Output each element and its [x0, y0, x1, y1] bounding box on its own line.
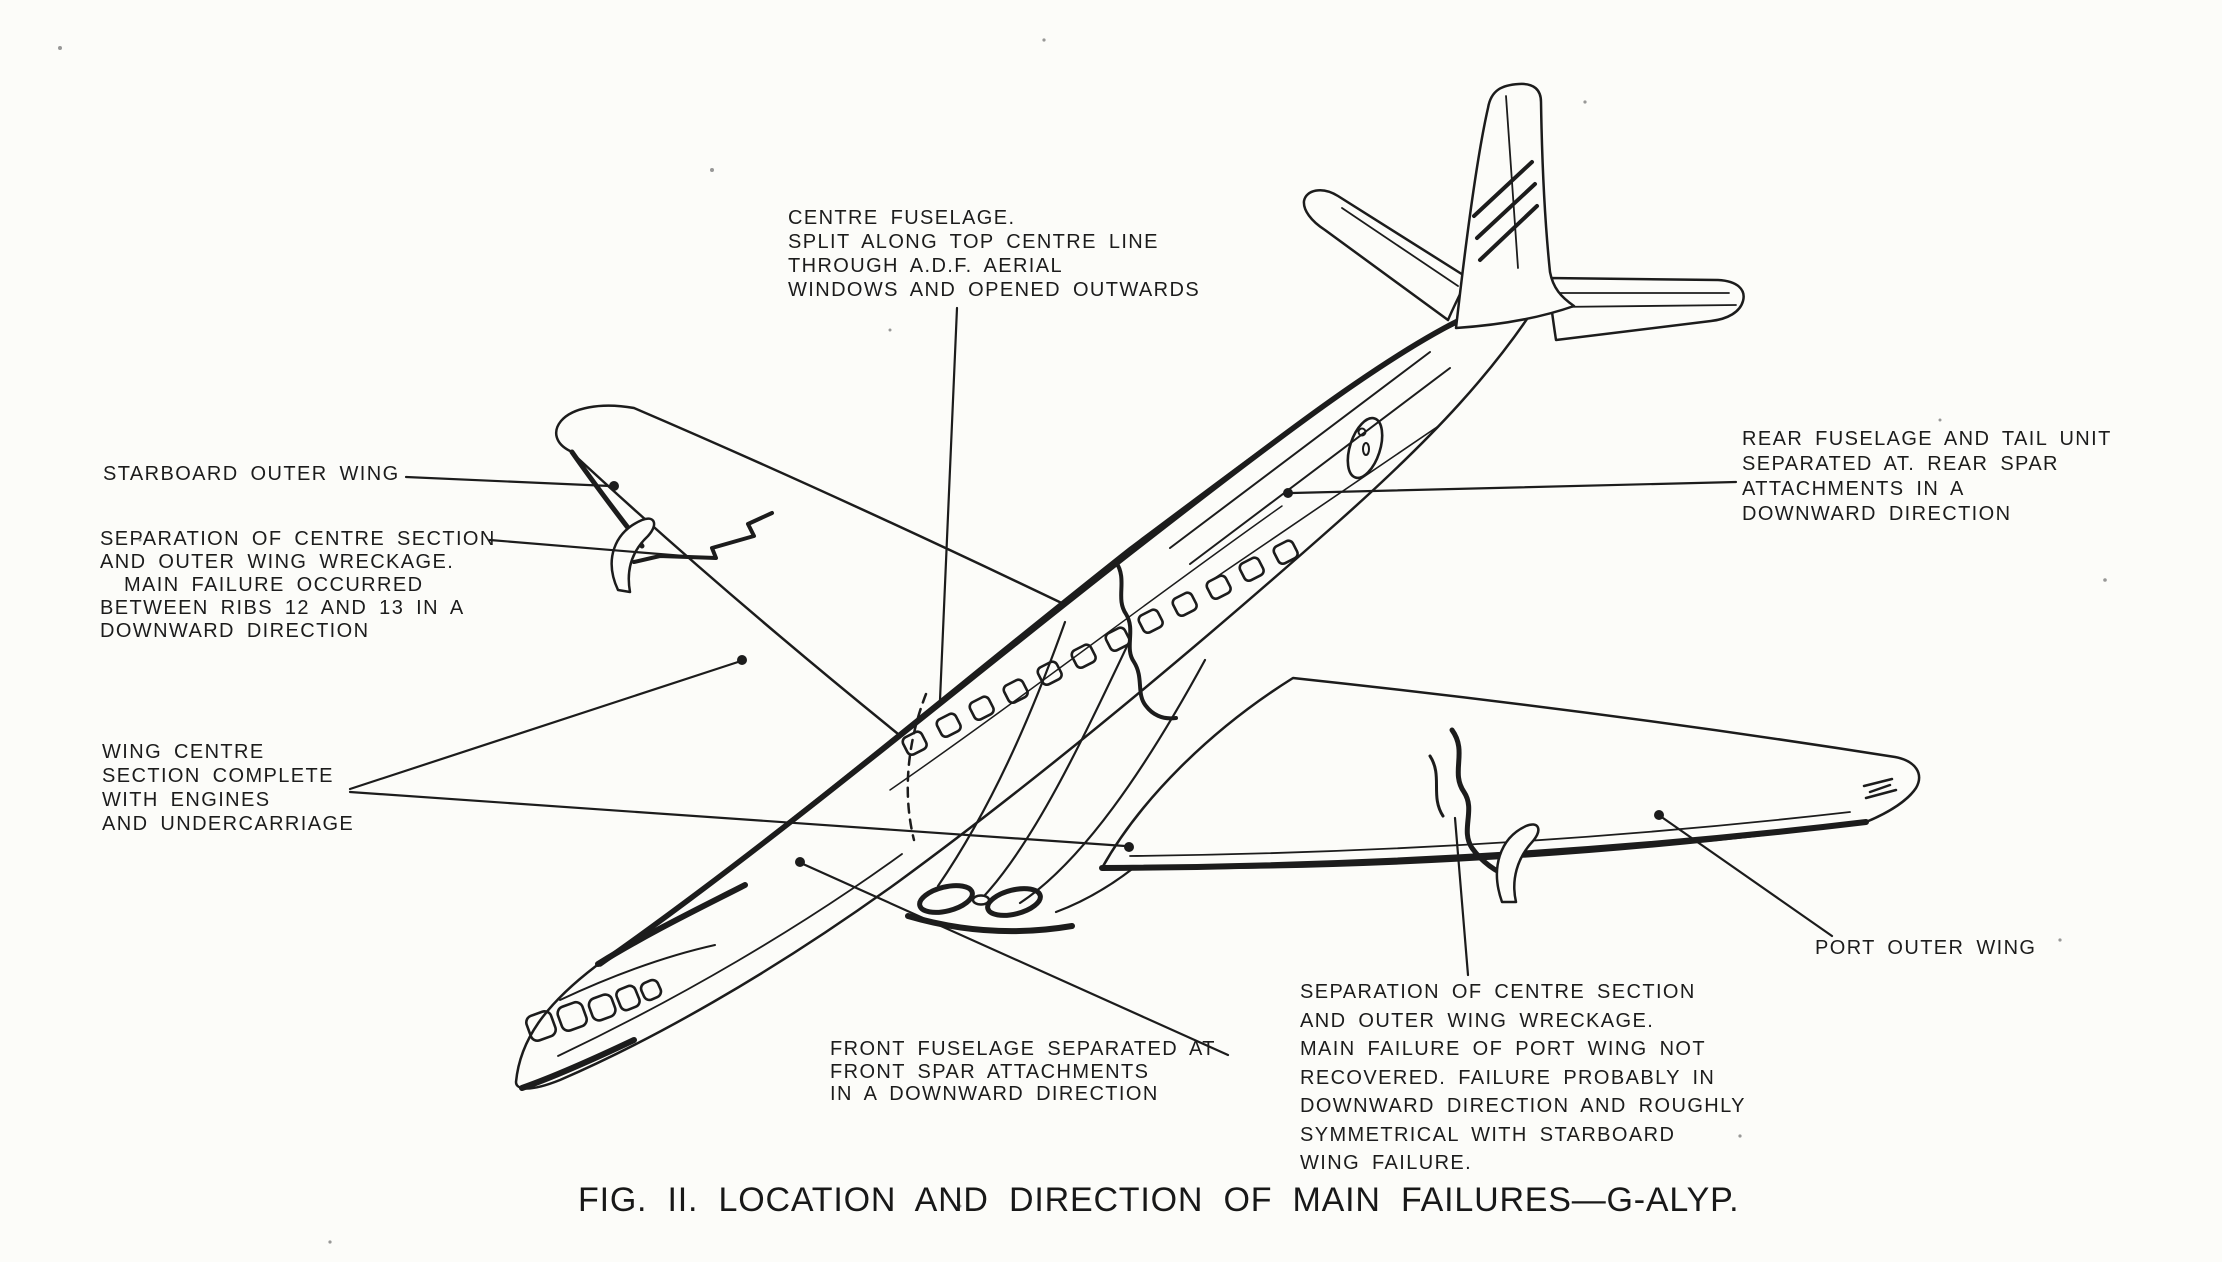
annotation-line: WING FAILURE. [1300, 1152, 1473, 1174]
annotation-line: DOWNWARD DIRECTION AND ROUGHLY [1300, 1095, 1746, 1117]
leader-front-fuselage [795, 857, 1230, 1057]
annotation-line: SEPARATED AT. REAR SPAR [1742, 453, 2059, 475]
cockpit-canopy [559, 944, 716, 1001]
port-tailplane [1546, 276, 1745, 342]
starboard-wing-fence [610, 517, 656, 594]
annotation-line: AND OUTER WING WRECKAGE. [1300, 1009, 1655, 1032]
annotation-line: ATTACHMENTS IN A [1742, 478, 1965, 500]
front-fuselage-break [906, 692, 928, 842]
annotation-line: SYMMETRICAL WITH STARBOARD [1300, 1123, 1676, 1146]
label-separation-port: SEPARATION OF CENTRE SECTION AND OUTER W… [1300, 978, 1746, 1178]
engine-intake [917, 883, 975, 915]
label-rear-fuselage: REAR FUSELAGE AND TAIL UNIT SEPARATED AT… [1742, 427, 2112, 527]
starboard-wing-break [632, 511, 774, 564]
leader-separation-starboard [488, 538, 698, 559]
annotation-line: DOWNWARD DIRECTION [100, 620, 370, 642]
annotation-line: FRONT FUSELAGE SEPARATED AT [830, 1038, 1216, 1060]
label-centre-fuselage: CENTRE FUSELAGE. SPLIT ALONG TOP CENTRE … [788, 206, 1200, 302]
label-wing-centre-section: WING CENTRE SECTION COMPLETE WITH ENGINE… [102, 740, 354, 836]
rear-fuselage-break [1114, 560, 1178, 721]
annotation-line: SPLIT ALONG TOP CENTRE LINE [788, 231, 1159, 253]
label-starboard-outer-wing: STARBOARD OUTER WING [103, 462, 400, 486]
annotation-line: MAIN FAILURE OCCURRED [124, 574, 424, 596]
figure-caption: FIG. II. LOCATION AND DIRECTION OF MAIN … [578, 1181, 1740, 1219]
leader-centre-fuselage [938, 306, 959, 702]
annotation-line: WING CENTRE [102, 741, 265, 763]
annotation-line: THROUGH A.D.F. AERIAL [788, 255, 1064, 277]
annotation-line: RECOVERED. FAILURE PROBABLY IN [1300, 1066, 1716, 1089]
annotation-line: AND UNDERCARRIAGE [102, 813, 355, 835]
annotation-line: SEPARATION OF CENTRE SECTION [100, 528, 496, 550]
annotation-line: WINDOWS AND OPENED OUTWARDS [788, 279, 1201, 301]
port-wing [1099, 676, 1921, 904]
label-separation-starboard: SEPARATION OF CENTRE SECTION AND OUTER W… [100, 528, 496, 643]
paper-specks [58, 38, 2107, 1244]
leader-separation-port [1453, 816, 1470, 977]
cabin-windows [901, 539, 1299, 757]
port-wing-break [1449, 727, 1515, 881]
annotation-line: SEPARATION OF CENTRE SECTION [1300, 981, 1696, 1003]
leader-wing-centre-lower [348, 790, 1134, 852]
annotation-line: PORT OUTER WING [1815, 937, 2037, 959]
leader-port-outer-wing [1654, 810, 1834, 938]
starboard-tailplane [1302, 189, 1470, 322]
leader-rear-fuselage [1283, 480, 1738, 498]
rear-hatch [1346, 416, 1384, 480]
leader-wing-centre-upper [348, 655, 747, 791]
label-front-fuselage: FRONT FUSELAGE SEPARATED AT FRONT SPAR A… [830, 1038, 1216, 1106]
annotation-line: IN A DOWNWARD DIRECTION [830, 1083, 1159, 1105]
fuselage [514, 278, 1556, 1091]
cockpit-windows [525, 978, 663, 1042]
annotation-line: SECTION COMPLETE [102, 765, 334, 787]
annotation-line: FRONT SPAR ATTACHMENTS [830, 1060, 1150, 1083]
engine-intake [985, 886, 1043, 918]
annotation-line: REAR FUSELAGE AND TAIL UNIT [1742, 428, 2112, 450]
annotation-line: BETWEEN RIBS 12 AND 13 IN A [100, 597, 465, 619]
annotation-line: CENTRE FUSELAGE. [788, 207, 1016, 229]
annotation-line: STARBOARD OUTER WING [103, 463, 400, 485]
annotation-line: MAIN FAILURE OF PORT WING NOT [1300, 1038, 1707, 1060]
vertical-fin [1454, 82, 1576, 330]
empennage [1302, 82, 1745, 342]
annotation-line: AND OUTER WING WRECKAGE. [100, 551, 455, 573]
label-port-outer-wing: PORT OUTER WING [1815, 936, 2036, 960]
leader-lines [348, 306, 1834, 1057]
annotation-line: WITH ENGINES [102, 789, 271, 811]
annotation-line: DOWNWARD DIRECTION [1742, 503, 2012, 525]
fin-stripes [1472, 160, 1539, 262]
engine-nacelles [905, 620, 1287, 935]
port-wing-fence [1495, 823, 1540, 904]
leader-starboard-outer-wing [404, 475, 619, 491]
